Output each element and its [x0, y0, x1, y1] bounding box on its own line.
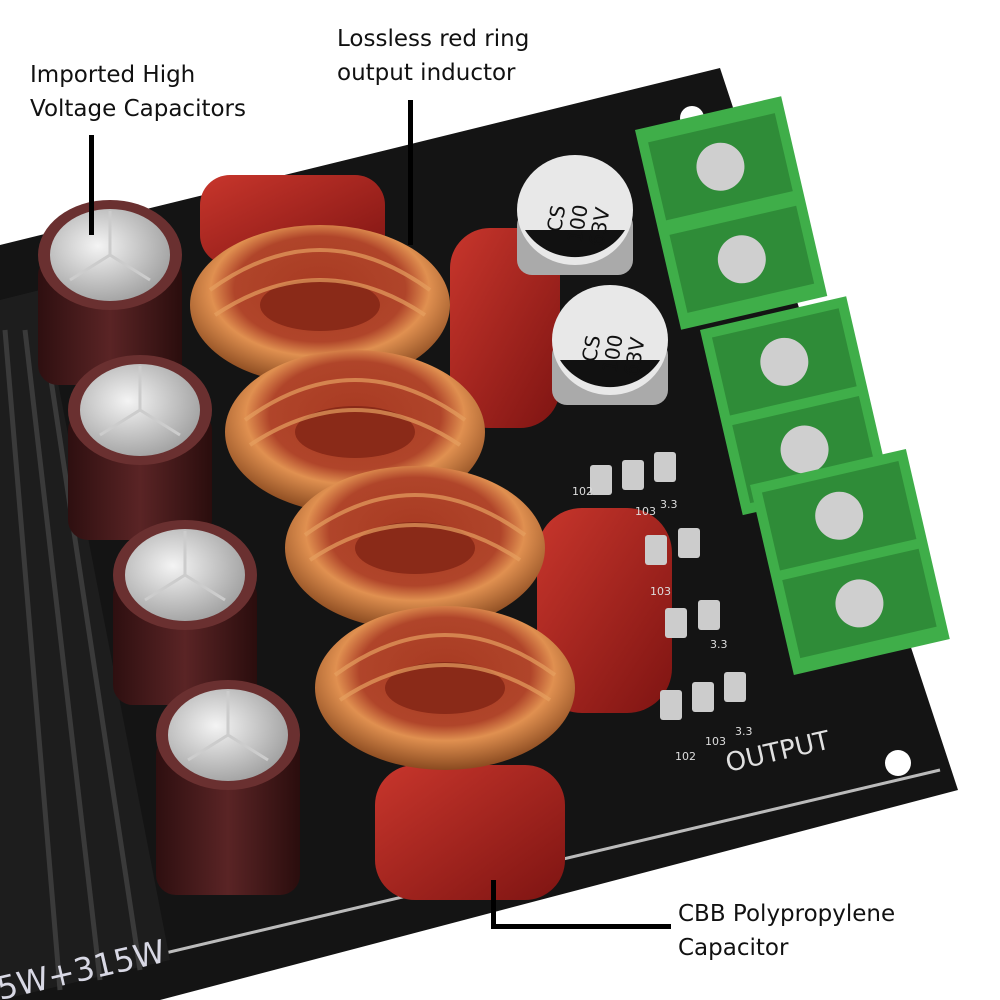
smd-components [590, 452, 746, 720]
heatsink [0, 290, 170, 1000]
cbb-leader-line [491, 880, 496, 928]
mount-hole [885, 750, 911, 776]
cbb-leader-line-horizontal [491, 924, 671, 929]
electrolytic-capacitors [38, 200, 300, 895]
toroid-inductors [190, 225, 575, 770]
svg-text:3.3: 3.3 [710, 638, 728, 651]
small-capacitor-2: CS 100 63V [552, 285, 668, 405]
svg-text:CS: CS [577, 333, 605, 363]
svg-text:103: 103 [705, 735, 726, 748]
cbb-capacitor [375, 765, 565, 900]
svg-text:102: 102 [572, 485, 593, 498]
svg-text:CS: CS [542, 203, 570, 233]
smd-labels: 102 103 3.3 103 3.3 102 103 3.3 [572, 485, 753, 763]
svg-text:3.3: 3.3 [735, 725, 753, 738]
svg-text:103: 103 [650, 585, 671, 598]
svg-text:102: 102 [675, 750, 696, 763]
inductor-leader-line [408, 100, 413, 245]
svg-text:103: 103 [635, 505, 656, 518]
capacitors-leader-line [89, 135, 94, 235]
output-terminal-blocks [635, 96, 950, 676]
small-capacitor-1: CS 100 63V [517, 155, 633, 275]
svg-text:3.3: 3.3 [660, 498, 678, 511]
